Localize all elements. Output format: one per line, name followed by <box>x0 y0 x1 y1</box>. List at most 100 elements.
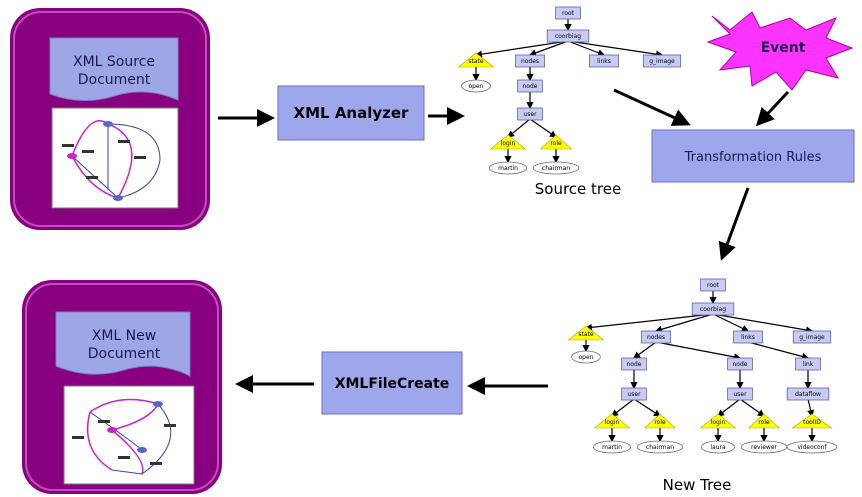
svg-text:role: role <box>654 419 666 426</box>
source-tree-edge-coorbiag-links <box>567 40 606 57</box>
new-tree-node-role2: role <box>747 413 781 429</box>
svg-text:g_image: g_image <box>649 58 675 65</box>
new-tree-node-nodes: nodes <box>641 330 671 344</box>
new-tree-edge-dataflow-toolID <box>807 398 815 418</box>
source-graph-thumbnail <box>51 107 179 209</box>
new-tree-node-user2: user <box>727 387 753 401</box>
new-tree-node-node2: node <box>727 357 753 371</box>
svg-text:login: login <box>605 419 620 426</box>
new-document-title-line2: Document <box>88 346 161 362</box>
svg-text:martin: martin <box>602 444 622 451</box>
new-tree-node-dataflow: dataflow <box>786 387 830 401</box>
svg-text:user: user <box>523 111 537 118</box>
svg-text:open: open <box>579 354 594 361</box>
new-tree-edge-user1-role1 <box>633 398 662 417</box>
source-tree-node-g_image: g_image <box>642 54 682 68</box>
new-tree-node-role1: role <box>643 413 677 429</box>
event-label: Event <box>761 40 806 56</box>
svg-text:martin: martin <box>498 165 518 172</box>
source-tree-node-login: login <box>489 134 527 150</box>
new-tree-node-root: root <box>700 278 726 292</box>
xml-analyzer-label: XML Analyzer <box>294 104 410 122</box>
source-tree-node-node: node <box>517 79 543 93</box>
svg-text:nodes: nodes <box>647 334 665 341</box>
transformation-rules-box: Transformation Rules <box>651 129 855 183</box>
svg-text:nodes: nodes <box>521 58 539 65</box>
new-tree-node-state: state <box>567 325 605 341</box>
new-tree-edge-coorbiag-nodes <box>654 313 714 333</box>
svg-text:user: user <box>627 391 641 398</box>
new-tree-edge-nodes-node1 <box>633 341 657 359</box>
source-tree-edge-user-role <box>529 118 557 138</box>
source-tree-node-martin: martin <box>489 161 527 175</box>
svg-text:coorbiag: coorbiag <box>555 33 581 40</box>
svg-text:role: role <box>550 140 562 147</box>
new-tree-edge-user2-role2 <box>739 398 765 417</box>
new-tree-node-open: open <box>571 350 601 364</box>
new-tree-edge-user1-login1 <box>611 398 635 417</box>
svg-text:dataflow: dataflow <box>795 391 821 398</box>
source-tree-node-open: open <box>461 79 491 93</box>
new-document-panel: XML New Document <box>22 280 222 494</box>
svg-text:toolID: toolID <box>803 419 821 426</box>
svg-text:open: open <box>469 83 484 90</box>
source-tree-edge-user-login <box>507 118 531 138</box>
svg-text:reviewer: reviewer <box>751 444 778 451</box>
flow-arrows <box>218 88 790 395</box>
source-tree-node-links: links <box>589 54 619 68</box>
svg-text:state: state <box>578 331 594 338</box>
svg-text:links: links <box>741 334 755 341</box>
new-tree-edge-links-link <box>747 341 810 360</box>
transformation-rules-label: Transformation Rules <box>684 150 822 165</box>
svg-text:role: role <box>758 419 770 426</box>
source-tree-node-state: state <box>457 52 495 68</box>
new-tree-caption: New Tree <box>663 476 732 494</box>
new-tree-edge-coorbiag-g_image <box>712 313 814 334</box>
source-document-panel: XML Source Document <box>10 8 210 230</box>
svg-text:videoconf: videoconf <box>797 444 827 451</box>
source-tree-node-chairman: chairman <box>532 161 580 175</box>
new-graph-thumbnail <box>63 385 195 485</box>
arrow-event-to-rules <box>755 90 790 127</box>
source-tree-node-user: user <box>517 107 543 121</box>
xmlfilecreate-label: XMLFileCreate <box>335 376 450 392</box>
new-tree-edge-coorbiag-links <box>712 313 750 332</box>
new-tree-node-reviewer: reviewer <box>740 440 788 454</box>
source-document-title-line1: XML Source <box>73 54 155 70</box>
new-tree-node-link: link <box>795 357 821 371</box>
new-tree-node-coorbiag: coorbiag <box>691 302 735 316</box>
svg-text:login: login <box>711 419 726 426</box>
svg-text:login: login <box>501 140 516 147</box>
arrow-tree-to-rules <box>613 88 691 126</box>
xml-analyzer-box: XML Analyzer <box>277 85 425 141</box>
svg-text:node: node <box>523 83 538 90</box>
new-tree-node-videoconf: videoconf <box>786 440 838 454</box>
new-tree-edge-user2-login2 <box>717 398 741 417</box>
svg-text:state: state <box>468 58 484 65</box>
new-document-title-line1: XML New <box>92 328 156 344</box>
new-tree-node-g_image: g_image <box>792 330 832 344</box>
svg-text:laura: laura <box>710 444 726 451</box>
source-tree-edge-coorbiag-state <box>474 40 569 58</box>
new-tree-node-martin: martin <box>593 440 631 454</box>
svg-text:root: root <box>707 282 720 289</box>
svg-text:links: links <box>597 58 611 65</box>
source-tree-node-root: root <box>555 6 581 20</box>
event-star: Event <box>706 11 854 91</box>
new-tree-node-user1: user <box>621 387 647 401</box>
svg-text:chairman: chairman <box>542 165 570 172</box>
xmlfilecreate-box: XMLFileCreate <box>321 351 463 415</box>
svg-text:node: node <box>627 361 642 368</box>
new-tree-node-login2: login <box>699 413 737 429</box>
source-tree-edge-coorbiag-nodes <box>528 40 569 57</box>
new-tree-node-laura: laura <box>701 440 735 454</box>
source-tree-node-nodes: nodes <box>515 54 545 68</box>
svg-text:user: user <box>733 391 747 398</box>
source-tree-edge-coorbiag-g_image <box>567 40 664 58</box>
svg-text:root: root <box>562 10 575 17</box>
new-tree-node-chairman: chairman <box>636 440 684 454</box>
